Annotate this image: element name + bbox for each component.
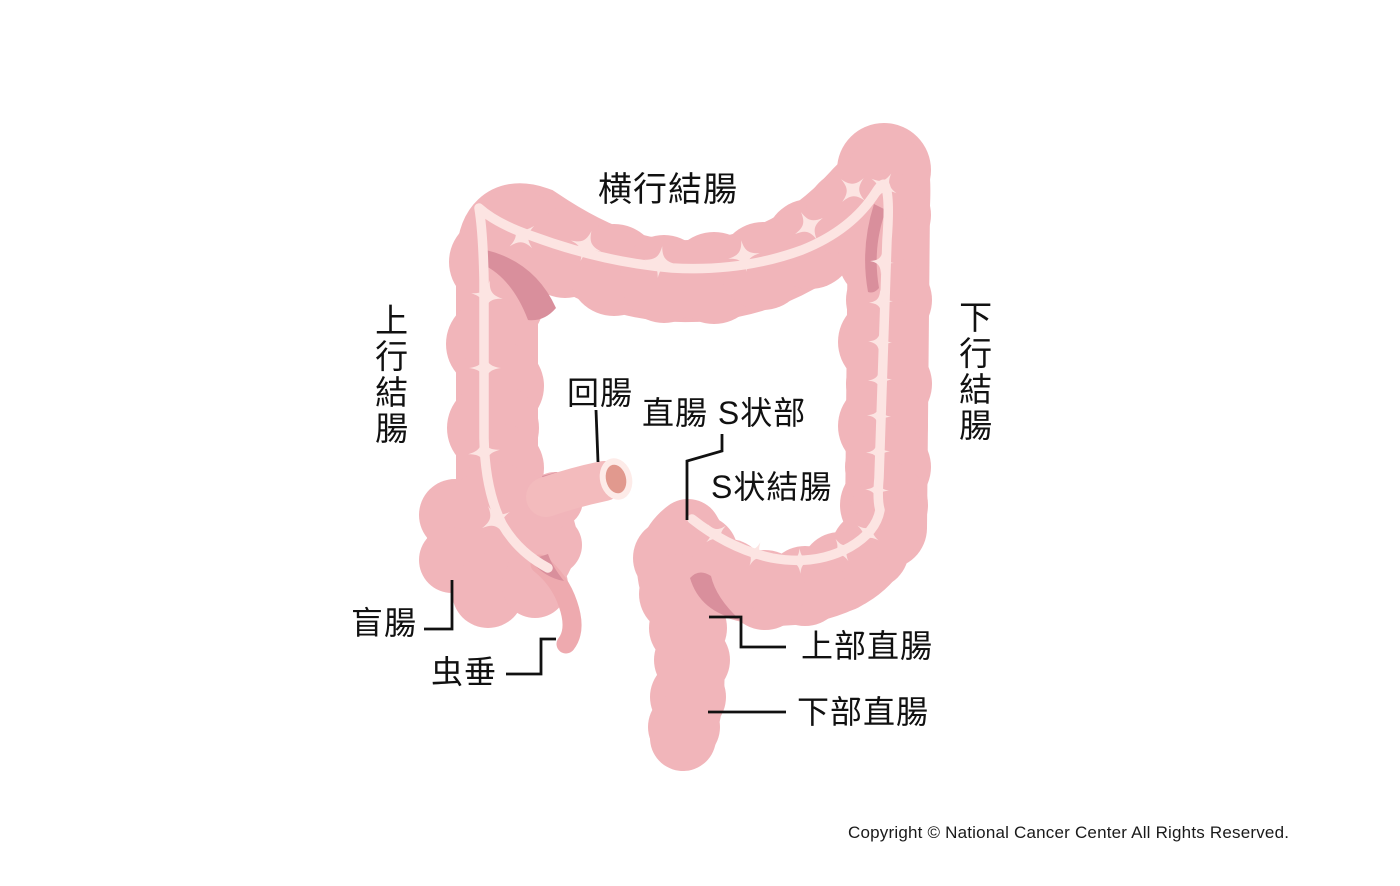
taenia-band (465, 166, 904, 575)
pointer-cecum (424, 580, 454, 631)
label-descending-colon: 下行結腸 (954, 300, 992, 444)
ileum-shape (526, 458, 633, 517)
pointer-ileum (594, 409, 600, 463)
label-ileum: 回腸 (567, 375, 634, 411)
label-lower-rectum: 下部直腸 (797, 694, 930, 730)
crease-shadows (482, 204, 886, 620)
pointer-upper-rectum (709, 615, 786, 649)
label-sigmoid-colon: S状結腸 (711, 469, 833, 505)
pointer-rectosigmoid (685, 434, 724, 520)
pointer-lines (424, 409, 786, 714)
label-appendix: 虫垂 (431, 654, 498, 690)
label-cecum: 盲腸 (351, 605, 418, 641)
copyright-text: Copyright © National Cancer Center All R… (848, 823, 1290, 842)
label-rectosigmoid: 直腸 S状部 (642, 395, 807, 431)
label-ascending-colon: 上行結腸 (370, 303, 408, 447)
pointer-appendix (506, 637, 556, 676)
label-upper-rectum: 上部直腸 (801, 628, 934, 664)
label-transverse-colon: 横行結腸 (598, 171, 738, 209)
